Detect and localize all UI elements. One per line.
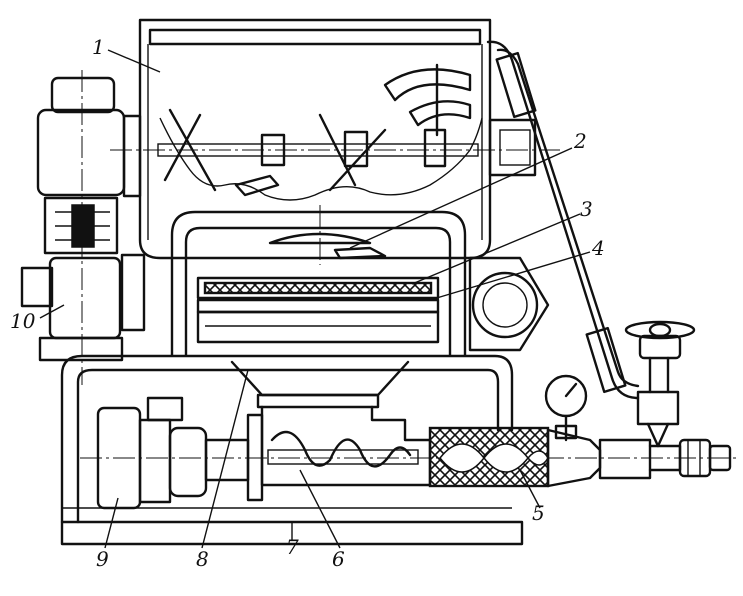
feed-hopper [230,360,410,409]
label-8: 8 [196,547,209,571]
press-chamber [170,205,550,357]
screw-section [428,426,732,488]
pressure-gauge [544,374,588,442]
label-1: 1 [92,35,105,59]
motor-10 [20,253,146,362]
label-10: 10 [10,309,36,333]
label-2: 2 [573,129,587,153]
label-4: 4 [591,236,605,260]
label-3: 3 [580,197,593,221]
label-7: 7 [286,535,299,559]
leader-lines [39,49,591,549]
label-9: 9 [96,547,109,571]
top-motor [36,70,142,385]
label-6: 6 [332,547,345,571]
pipe-valve [486,40,696,448]
mixer-tank [110,18,560,260]
part-labels: 1 2 3 4 5 6 7 8 9 10 [10,35,605,571]
label-5: 5 [532,501,545,525]
motor-9 [96,396,250,510]
